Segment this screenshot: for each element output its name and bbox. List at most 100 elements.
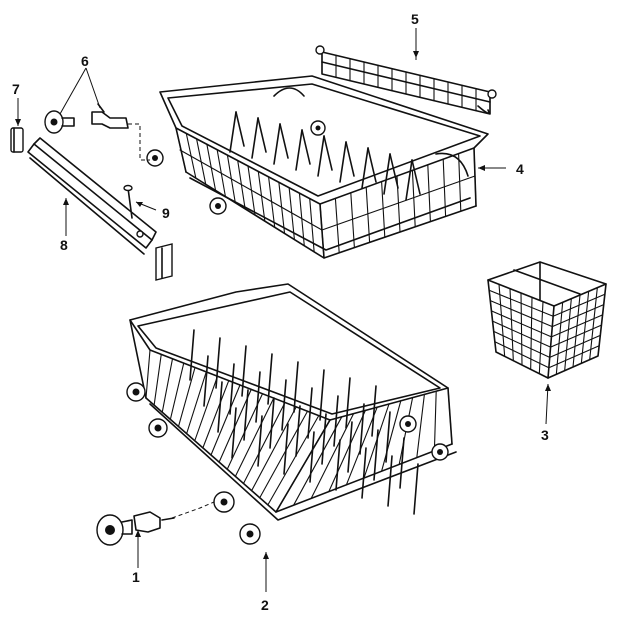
wire	[317, 135, 325, 177]
wire	[387, 455, 393, 507]
wire	[267, 353, 273, 405]
wire	[550, 314, 604, 338]
wire	[442, 158, 447, 217]
wire	[229, 111, 237, 153]
wire	[153, 353, 162, 406]
track-pin	[123, 184, 133, 219]
wire	[218, 388, 252, 463]
wire	[295, 129, 303, 171]
wire	[235, 111, 245, 147]
wire	[275, 419, 331, 513]
wire	[217, 381, 223, 433]
wire	[309, 198, 315, 253]
wire	[283, 423, 289, 475]
wire	[538, 301, 544, 375]
wire	[549, 334, 601, 358]
wire	[345, 377, 351, 429]
lower-rack-roller-assembly	[96, 501, 215, 546]
wire	[361, 147, 369, 189]
wire	[411, 159, 421, 195]
wire	[530, 296, 533, 370]
wire	[234, 397, 275, 477]
wire	[572, 294, 581, 368]
wire	[347, 421, 353, 473]
wire	[494, 341, 550, 369]
wire	[564, 298, 572, 372]
wire	[257, 117, 267, 153]
wire	[321, 413, 327, 465]
rack-track	[27, 137, 157, 255]
wire	[405, 159, 413, 201]
wire	[169, 362, 185, 420]
wire	[489, 300, 553, 328]
wire	[145, 349, 151, 399]
wire	[361, 447, 367, 499]
wire	[334, 197, 340, 254]
wire	[229, 363, 235, 415]
wire	[267, 415, 320, 506]
wire	[548, 345, 600, 369]
wire	[242, 401, 286, 485]
silverware-basket	[487, 261, 607, 379]
wire	[490, 310, 552, 338]
callouts: 5 4 6 7 8 9 3 2 1	[12, 11, 549, 613]
wire	[433, 390, 437, 452]
wire	[310, 413, 355, 499]
wire	[345, 406, 378, 486]
callout-9: 9	[162, 205, 170, 221]
callout-3: 3	[541, 427, 549, 443]
wire	[321, 175, 476, 231]
wire	[241, 345, 247, 397]
wire	[298, 192, 305, 247]
wire	[498, 283, 506, 357]
wire	[413, 463, 419, 515]
wire	[580, 290, 590, 364]
wire	[293, 361, 299, 413]
wire	[251, 117, 259, 159]
wire	[179, 149, 323, 231]
wire	[493, 330, 551, 358]
wire	[319, 203, 325, 259]
wire	[555, 301, 564, 375]
upper-rack-roller-assembly	[44, 103, 150, 161]
wire	[363, 403, 390, 479]
leader-lines	[15, 28, 551, 592]
upper-dish-rack	[146, 75, 489, 259]
wire	[288, 187, 295, 241]
callout-8: 8	[60, 237, 68, 253]
wire	[550, 324, 602, 348]
callout-5: 5	[411, 11, 419, 27]
lower-dish-rack	[126, 283, 457, 545]
wire	[255, 371, 261, 423]
wire	[552, 293, 606, 317]
wire	[488, 289, 554, 317]
wire	[273, 123, 281, 165]
wire	[202, 380, 230, 449]
callout-4: 4	[516, 161, 524, 177]
wire	[416, 393, 425, 459]
wire	[161, 358, 174, 413]
wire	[447, 387, 453, 445]
wire	[520, 292, 523, 366]
wire	[186, 371, 207, 435]
wire	[251, 406, 297, 492]
callout-2: 2	[261, 597, 269, 613]
wire	[427, 164, 431, 223]
wire	[473, 147, 477, 207]
wire	[335, 439, 341, 491]
wire	[259, 410, 309, 499]
wire	[307, 387, 313, 439]
wire	[383, 153, 391, 195]
wire	[203, 355, 209, 407]
track-stop	[10, 127, 24, 153]
wire	[551, 304, 605, 328]
wire	[215, 337, 221, 389]
wire	[189, 329, 195, 381]
track-end-cap	[155, 243, 173, 281]
wire	[323, 135, 333, 171]
wire	[359, 403, 365, 455]
wire	[350, 192, 355, 249]
callout-7: 7	[12, 81, 20, 97]
wire	[458, 153, 462, 212]
